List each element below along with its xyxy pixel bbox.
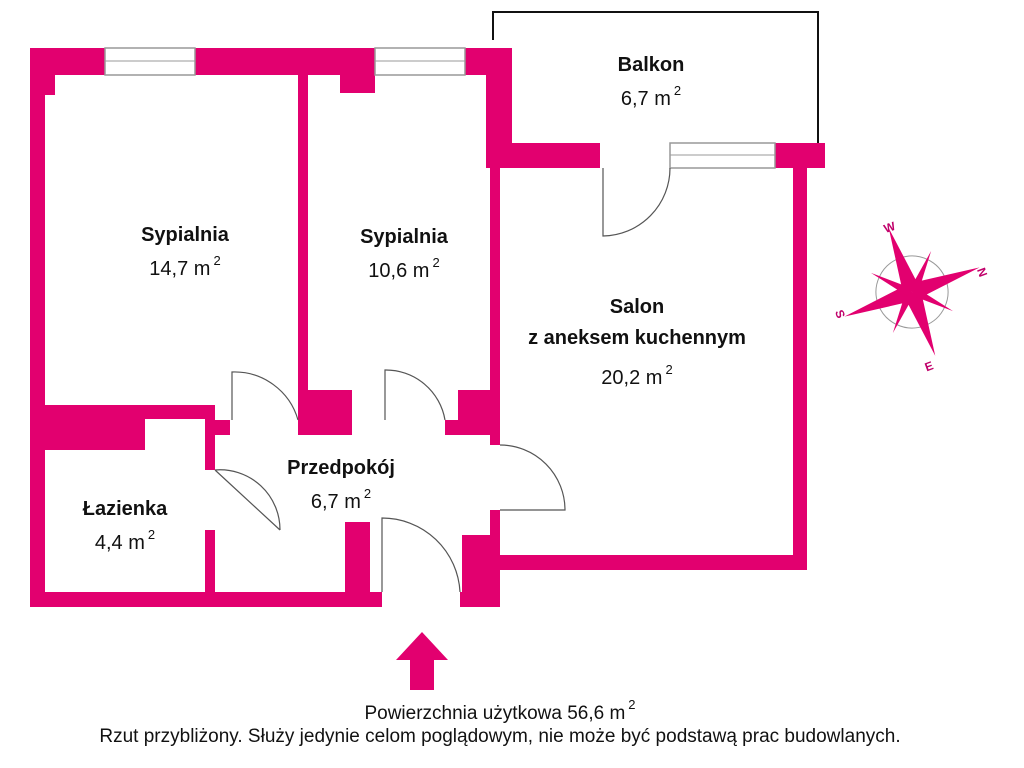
entrance-arrow [396,632,448,690]
compass-e: E [923,358,935,374]
compass-s: S [832,308,848,320]
disclaimer: Rzut przybliżony. Służy jedynie celom po… [99,726,901,747]
doors [214,167,671,593]
windows [104,47,776,169]
walls [30,48,825,607]
compass-w: W [882,219,898,236]
balcony-outline [492,11,819,143]
compass-n: N [974,266,990,279]
compass-rose-icon [844,228,980,356]
